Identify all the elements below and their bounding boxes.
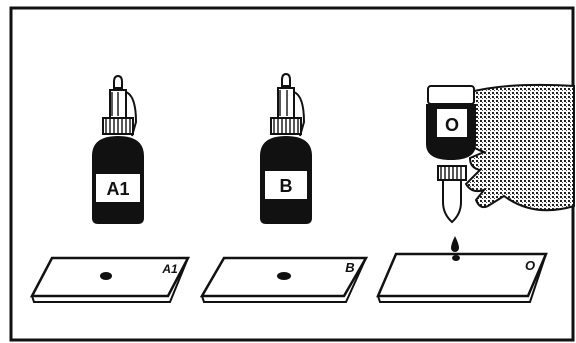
blood-drop <box>451 236 459 252</box>
glass-slide-o: O <box>378 254 546 302</box>
bottle-label-o-text: O <box>445 115 459 135</box>
bottle-label-b-text: B <box>280 176 293 196</box>
slide-label-b: B <box>345 260 354 275</box>
blood-sample-spot <box>452 255 460 261</box>
glass-slide-b: B <box>202 258 366 302</box>
hand-icon <box>459 85 574 210</box>
bottle-label-a1-text: A1 <box>106 179 129 199</box>
reagent-bottle-b: B <box>260 74 312 224</box>
blood-sample-spot <box>277 272 291 280</box>
slide-label-a1: A1 <box>161 262 178 276</box>
reagent-bottle-a1: A1 <box>92 76 144 224</box>
slide-label-o: O <box>525 258 535 273</box>
hand-holding-bottle-o: O <box>426 85 574 252</box>
blood-sample-spot <box>100 272 112 280</box>
glass-slide-a1: A1 <box>32 258 188 302</box>
